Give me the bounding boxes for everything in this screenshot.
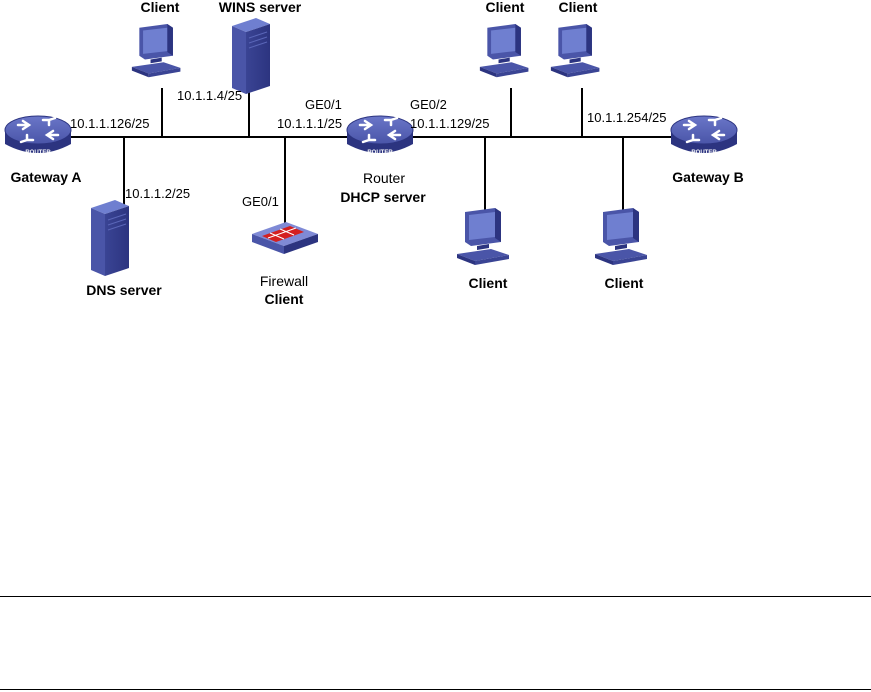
router-icon (345, 114, 415, 158)
client-bottom-mid-label: Client (469, 275, 508, 291)
router-ge01-port: GE0/1 (305, 97, 342, 112)
gateway-b-ip: 10.1.1.254/25 (587, 110, 667, 125)
firewall-client-label: Client (265, 291, 304, 307)
router-icon (3, 114, 73, 158)
client-pc-icon (550, 24, 600, 78)
client-pc-icon (479, 24, 529, 78)
server-icon (231, 17, 271, 95)
router-ge02-port: GE0/2 (410, 97, 447, 112)
client-pc-icon (131, 24, 181, 78)
dns-server-label: DNS server (86, 282, 162, 298)
gateway-b-label: Gateway B (672, 169, 744, 185)
dhcp-server-label: DHCP server (340, 189, 426, 205)
router-label: Router (363, 170, 405, 186)
firewall-label: Firewall (260, 273, 308, 289)
server-icon (90, 199, 130, 277)
client-pc-icon (595, 208, 647, 265)
router-ge01-ip: 10.1.1.1/25 (277, 116, 342, 131)
gateway-a-ip: 10.1.1.126/25 (70, 116, 150, 131)
router-icon (669, 114, 739, 158)
gateway-a-label: Gateway A (10, 169, 81, 185)
client-top-left-label: Client (141, 0, 180, 15)
client-top-mid-label: Client (486, 0, 525, 15)
network-links (40, 88, 700, 225)
firewall-port: GE0/1 (242, 194, 279, 209)
top-divider (0, 596, 871, 597)
bottom-divider (0, 689, 871, 690)
network-diagram: ROUTER (3, 0, 744, 307)
wins-server-label: WINS server (219, 0, 302, 15)
wins-server-ip: 10.1.1.4/25 (177, 88, 242, 103)
router-ge02-ip: 10.1.1.129/25 (410, 116, 490, 131)
firewall-icon (251, 221, 319, 255)
client-pc-icon (457, 208, 509, 265)
client-bottom-right-label: Client (605, 275, 644, 291)
dns-server-ip: 10.1.1.2/25 (125, 186, 190, 201)
client-top-right-label: Client (559, 0, 598, 15)
